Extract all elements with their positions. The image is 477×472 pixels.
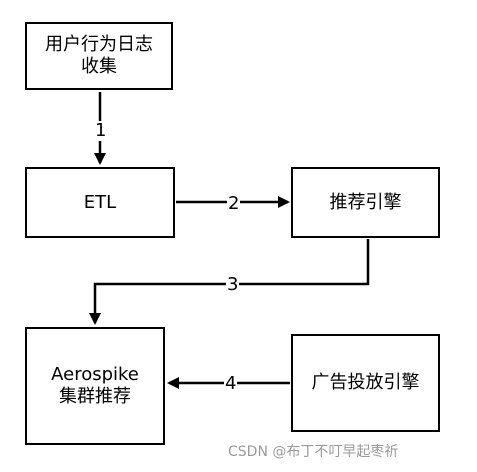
watermark-text: CSDN @布丁不叮早起枣祈 (228, 444, 399, 460)
node-aerospike-line1: Aerospike (51, 364, 139, 385)
node-aerospike-line2: 集群推荐 (59, 386, 131, 407)
node-aerospike-cluster: Aerospike 集群推荐 (25, 327, 165, 445)
node-recommendation-engine: 推荐引擎 (291, 167, 440, 238)
node-log-line2: 收集 (81, 56, 117, 77)
node-etl-label: ETL (83, 191, 117, 213)
edge-label-1: 1 (94, 120, 108, 141)
edge-label-3: 3 (226, 274, 240, 295)
node-user-behavior-log: 用户行为日志 收集 (25, 22, 173, 90)
node-ad-label: 广告投放引擎 (311, 372, 420, 393)
node-recommend-label: 推荐引擎 (329, 191, 402, 213)
edge-label-2: 2 (227, 193, 241, 214)
edge-label-4: 4 (224, 373, 238, 394)
node-ad-engine: 广告投放引擎 (291, 334, 440, 432)
node-etl: ETL (25, 167, 175, 238)
node-log-line1: 用户行为日志 (45, 34, 153, 55)
